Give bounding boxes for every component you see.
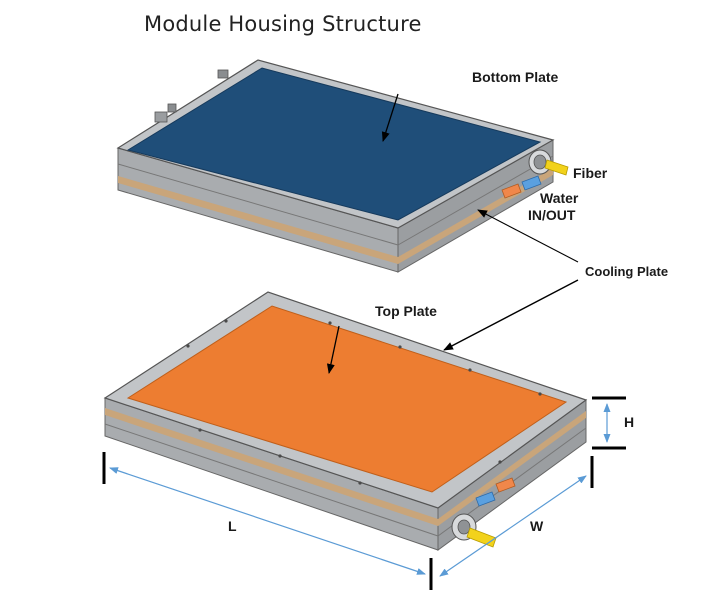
water-label-line2: IN/OUT xyxy=(528,207,576,223)
cooling-plate-arrow-upper xyxy=(477,209,579,263)
lower-module xyxy=(103,291,588,551)
width-dimension-line xyxy=(439,475,587,577)
upper-fiber-cable xyxy=(544,159,569,176)
upper-water-pipe-orange xyxy=(501,183,522,199)
lower-fiber-cable xyxy=(466,527,497,548)
top-plate-surface xyxy=(126,305,568,493)
cooling-plate-arrow-lower xyxy=(443,279,579,351)
fiber-label: Fiber xyxy=(573,165,608,181)
bottom-plate-surface xyxy=(126,67,542,221)
diagram-title: Module Housing Structure xyxy=(144,12,422,36)
top-plate-label: Top Plate xyxy=(375,303,437,319)
upper-water-pipe-blue xyxy=(521,175,542,191)
length-dimension-line xyxy=(109,467,426,575)
upper-module xyxy=(116,59,569,273)
height-label: H xyxy=(624,414,635,430)
length-label: L xyxy=(228,518,237,534)
top-plate-arrow xyxy=(326,325,340,374)
bottom-plate-arrow xyxy=(381,93,399,142)
upper-cooling-band-front xyxy=(118,176,398,264)
cooling-plate-label: Cooling Plate xyxy=(585,264,669,279)
bottom-plate-label: Bottom Plate xyxy=(472,69,559,85)
water-label-line1: Water xyxy=(540,190,579,206)
width-label: W xyxy=(530,518,544,534)
